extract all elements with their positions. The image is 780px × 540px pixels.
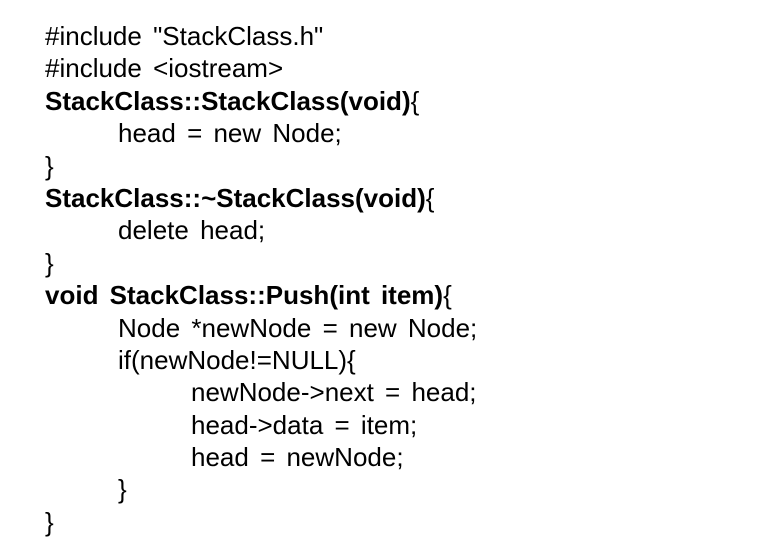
code-segment: if(newNode!=NULL){ xyxy=(118,344,356,375)
code-segment: void StackClass::Push(int item) xyxy=(45,280,444,311)
code-line: } xyxy=(45,506,780,538)
code-segment: { xyxy=(425,182,435,213)
code-segment: StackClass::StackClass(void) xyxy=(45,85,411,116)
code-line: } xyxy=(45,247,780,279)
code-segment: delete head; xyxy=(118,215,266,246)
code-line: Node *newNode = new Node; xyxy=(118,312,780,344)
code-segment: #include <iostream> xyxy=(45,53,284,84)
code-segment: } xyxy=(118,474,127,505)
code-line: #include "StackClass.h" xyxy=(45,20,780,52)
code-line: head = newNode; xyxy=(191,441,780,473)
code-segment: #include "StackClass.h" xyxy=(45,21,324,51)
code-segment: StackClass::~StackClass(void) xyxy=(45,182,426,213)
code-segment: head = new Node; xyxy=(118,118,342,149)
code-segment: { xyxy=(410,85,420,116)
code-line: StackClass::~StackClass(void){ xyxy=(45,182,780,214)
code-segment: newNode->next = head; xyxy=(191,377,477,408)
code-line: } xyxy=(45,150,780,182)
code-line: delete head; xyxy=(118,214,780,246)
code-line: } xyxy=(118,473,780,505)
code-line: if(newNode!=NULL){ xyxy=(118,344,780,376)
code-segment: } xyxy=(45,247,54,278)
code-line: #include <iostream> xyxy=(45,52,780,84)
code-line: StackClass::StackClass(void){ xyxy=(45,85,780,117)
code-line: newNode->next = head; xyxy=(191,376,780,408)
code-segment: } xyxy=(45,506,54,537)
code-segment: head->data = item; xyxy=(191,409,418,440)
code-segment: } xyxy=(45,150,54,181)
code-line: head = new Node; xyxy=(118,117,780,149)
code-block: #include "StackClass.h"#include <iostrea… xyxy=(45,20,780,538)
code-segment: Node *newNode = new Node; xyxy=(118,312,478,343)
code-line: void StackClass::Push(int item){ xyxy=(45,279,780,311)
code-segment: head = newNode; xyxy=(191,442,404,473)
code-segment: { xyxy=(443,280,452,311)
code-line: head->data = item; xyxy=(191,409,780,441)
